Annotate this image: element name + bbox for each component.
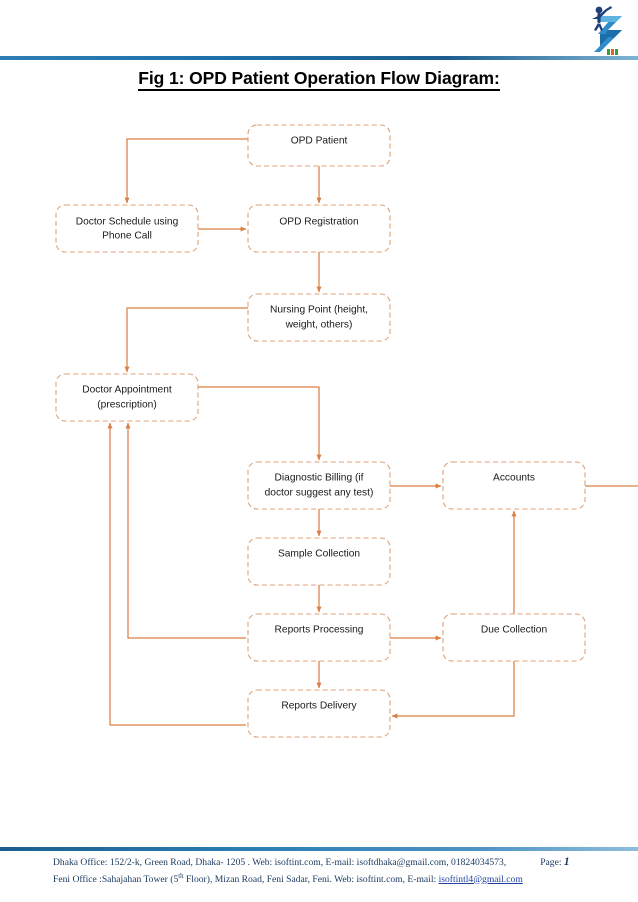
node-opd-patient-label: OPD Patient [291, 136, 348, 147]
figure-title-text: Fig 1: OPD Patient Operation Flow Diagra… [138, 68, 500, 91]
edge-reports-delivery-to-doctor-appointment [107, 422, 246, 726]
page-header [0, 0, 638, 60]
node-sample-collection-shape [247, 537, 391, 586]
footer-divider-rule [0, 847, 638, 851]
node-doctor-appointment-label-line1: Doctor Appointment [82, 385, 172, 396]
node-accounts-shape [442, 461, 586, 510]
node-opd-registration-label: OPD Registration [279, 217, 358, 228]
node-doctor-schedule-label-line2: Phone Call [102, 231, 152, 242]
isoft-zigzag-logo-icon [578, 2, 630, 58]
edge-opd-patient-to-doctor-schedule [124, 138, 248, 204]
node-nursing-point[interactable]: Nursing Point (height, weight, others) [247, 293, 391, 342]
node-opd-patient[interactable]: OPD Patient [247, 124, 391, 167]
node-due-collection-label: Due Collection [481, 625, 547, 636]
node-doctor-appointment[interactable]: Doctor Appointment (prescription) [55, 373, 199, 422]
node-due-collection[interactable]: Due Collection [442, 613, 586, 662]
figure-title: Fig 1: OPD Patient Operation Flow Diagra… [0, 68, 638, 91]
footer-line-1: Dhaka Office: 152/2-k, Green Road, Dhaka… [53, 856, 613, 870]
node-reports-delivery-label: Reports Delivery [281, 701, 357, 712]
node-doctor-appointment-label-line2: (prescription) [97, 400, 156, 411]
footer-dhaka-office-text: Dhaka Office: 152/2-k, Green Road, Dhaka… [53, 857, 507, 868]
node-doctor-schedule[interactable]: Doctor Schedule using Phone Call [55, 204, 199, 253]
node-due-collection-shape [442, 613, 586, 662]
node-reports-delivery[interactable]: Reports Delivery [247, 689, 391, 738]
footer-feni-office-text-a: Feni Office :Sahajahan Tower (5 [53, 873, 179, 885]
flowchart-canvas: OPD Patient Doctor Schedule using Phone … [55, 124, 638, 738]
node-reports-processing-label: Reports Processing [275, 625, 364, 636]
node-doctor-schedule-shape [55, 204, 199, 253]
node-diagnostic-billing-shape [247, 461, 391, 510]
edge-nursing-point-to-doctor-appointment [124, 307, 248, 373]
footer-page-label: Page: [540, 857, 562, 868]
opd-flow-diagram: OPD Patient Doctor Schedule using Phone … [0, 110, 638, 790]
node-opd-patient-shape [247, 124, 391, 167]
node-doctor-appointment-shape [55, 373, 199, 422]
node-reports-processing-shape [247, 613, 391, 662]
node-accounts-label: Accounts [493, 473, 535, 484]
page-footer: Dhaka Office: 152/2-k, Green Road, Dhaka… [53, 856, 613, 886]
node-diagnostic-billing-label-line2: doctor suggest any test) [265, 488, 374, 499]
footer-line-2: Feni Office :Sahajahan Tower (5th Floor)… [53, 870, 613, 887]
edge-due-collection-to-reports-delivery [391, 661, 515, 719]
node-layer: OPD Patient Doctor Schedule using Phone … [55, 124, 586, 738]
node-sample-collection-label: Sample Collection [278, 549, 360, 560]
node-opd-registration-shape [247, 204, 391, 253]
node-reports-delivery-shape [247, 689, 391, 738]
header-divider-rule [0, 56, 638, 60]
connector-layer [107, 138, 638, 726]
footer-email-link[interactable]: isoftintl4@gmail.com [438, 873, 523, 885]
node-nursing-point-label-line1: Nursing Point (height, [270, 305, 368, 316]
node-reports-processing[interactable]: Reports Processing [247, 613, 391, 662]
footer-floor-ordinal-suffix: th [178, 872, 184, 880]
node-diagnostic-billing[interactable]: Diagnostic Billing (if doctor suggest an… [247, 461, 391, 510]
edge-doctor-appointment-to-diagnostic-billing [198, 386, 322, 461]
node-opd-registration[interactable]: OPD Registration [247, 204, 391, 253]
footer-feni-office-text-b: Floor), Mizan Road, Feni Sadar, Feni. We… [183, 873, 439, 885]
node-diagnostic-billing-label-line1: Diagnostic Billing (if [275, 473, 364, 484]
footer-page-number: 1 [563, 856, 570, 868]
node-sample-collection[interactable]: Sample Collection [247, 537, 391, 586]
node-nursing-point-shape [247, 293, 391, 342]
node-doctor-schedule-label-line1: Doctor Schedule using [76, 217, 179, 228]
node-nursing-point-label-line2: weight, others) [285, 320, 353, 331]
node-accounts[interactable]: Accounts [442, 461, 586, 510]
edge-reports-processing-to-doctor-appointment [125, 422, 246, 639]
